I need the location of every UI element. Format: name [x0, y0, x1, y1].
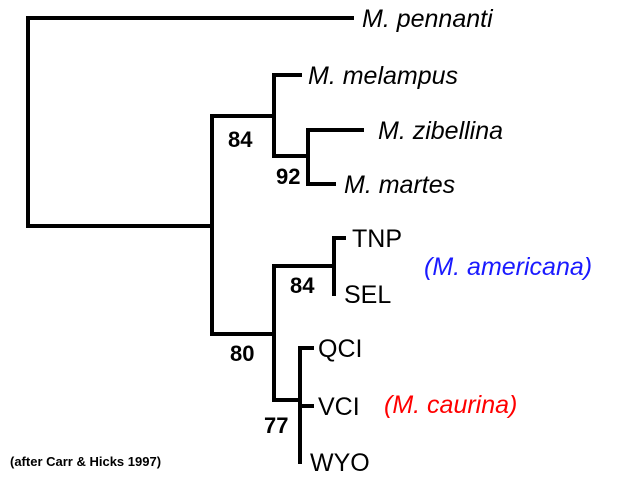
taxon-label-pennanti: M. pennanti [362, 5, 494, 33]
support-value-melampus-clade: 84 [228, 127, 253, 152]
taxon-label-wyo: WYO [310, 449, 370, 477]
citation-note: (after Carr & Hicks 1997) [10, 454, 161, 469]
support-value-tnp-sel: 84 [290, 273, 315, 298]
taxon-label-vci: VCI [318, 393, 360, 421]
taxon-label-martes: M. martes [344, 171, 455, 199]
tree-branches [26, 16, 364, 464]
taxon-label-zibellina: M. zibellina [378, 117, 503, 145]
taxon-label-sel: SEL [344, 281, 391, 309]
support-value-american-clade: 80 [230, 341, 254, 366]
taxon-label-tnp: TNP [352, 225, 402, 253]
support-value-zibellina-martes: 92 [276, 164, 300, 189]
group-label-americana: (M. americana) [424, 253, 592, 281]
taxon-label-melampus: M. melampus [308, 62, 458, 90]
taxon-labels: M. pennanti M. melampus M. zibellina M. … [308, 5, 503, 477]
support-value-caurina-clade: 77 [264, 413, 288, 438]
group-label-caurina: (M. caurina) [384, 391, 517, 419]
taxon-label-qci: QCI [318, 335, 362, 363]
support-values: 84 92 84 80 77 [228, 127, 315, 438]
